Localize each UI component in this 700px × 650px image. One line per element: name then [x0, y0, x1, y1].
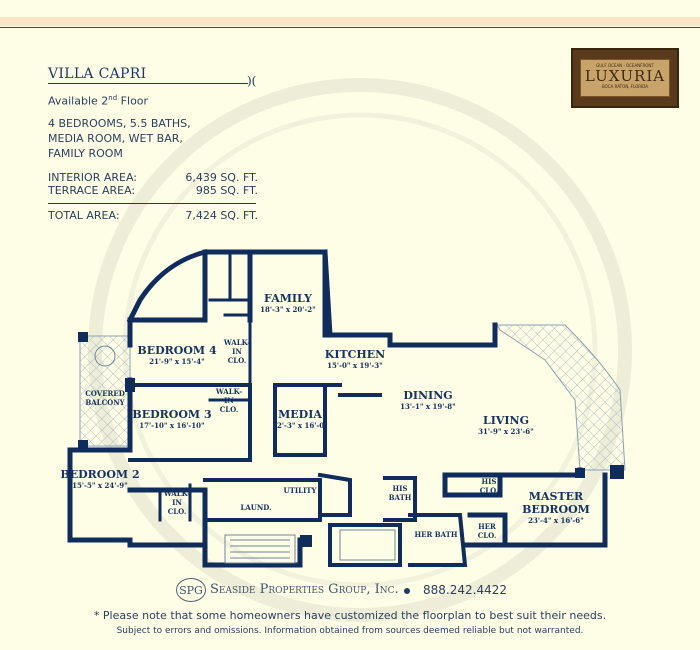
spg-logo: SPG	[176, 578, 206, 602]
total-area-row: TOTAL AREA:7,424 SQ. FT.	[48, 209, 258, 222]
availability: Available 2nd Floor	[48, 94, 149, 108]
disclaimer: Subject to errors and omissions. Informa…	[116, 626, 584, 636]
separator-dot	[404, 588, 410, 594]
title-flourish: )(	[247, 74, 257, 88]
interior-area-row: INTERIOR AREA:6,439 SQ. FT.	[48, 171, 258, 184]
phone-number: 888.242.4422	[423, 583, 507, 597]
covered-balcony-terrace	[79, 335, 131, 447]
laundry: LAUND.	[240, 503, 272, 512]
title-underline	[48, 83, 248, 84]
company-name: Seaside Properties Group, Inc.	[210, 582, 399, 597]
luxuria-logo: GULF OCEAN · OCEANFRONT LUXURIA BOCA RAT…	[571, 48, 679, 108]
utility: UTILITY	[283, 486, 317, 495]
living-terrace	[496, 324, 626, 471]
unit-title: VILLA CAPRI	[48, 66, 147, 82]
header-rule	[0, 27, 700, 28]
total-divider	[48, 203, 256, 204]
features: 4 BEDROOMS, 5.5 BATHS,MEDIA ROOM, WET BA…	[48, 117, 191, 160]
customization-note: * Please note that some homeowners have …	[93, 609, 607, 622]
header-accent-band	[0, 17, 700, 26]
terrace-area-row: TERRACE AREA:985 SQ. FT.	[48, 184, 258, 197]
her-bath: HER BATH	[414, 530, 458, 539]
